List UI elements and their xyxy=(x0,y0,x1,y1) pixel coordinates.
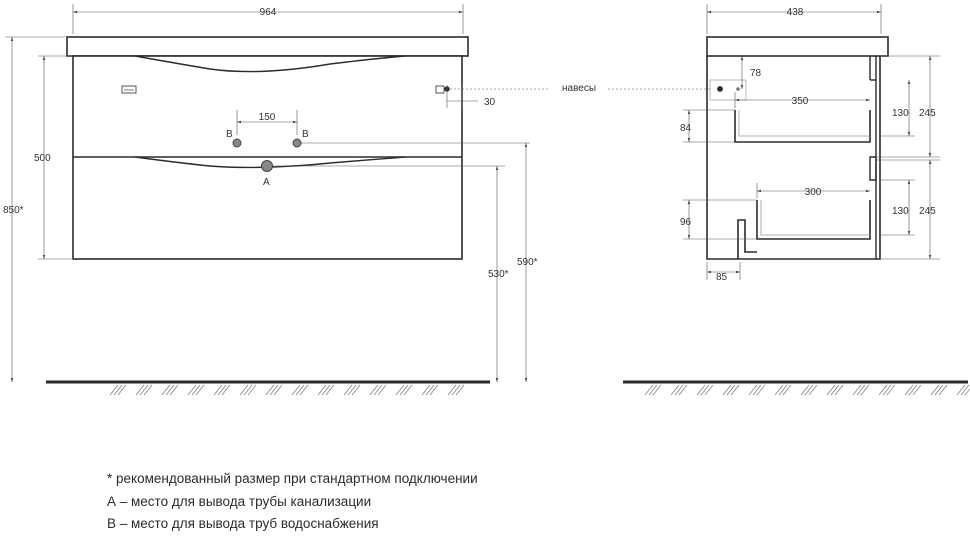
dim-upper-offset-84: 84 xyxy=(680,123,692,134)
side-view xyxy=(706,36,889,260)
drain-outlet xyxy=(261,160,273,172)
hinges-label: навесы xyxy=(562,83,596,94)
hinge-mark-right xyxy=(435,85,445,94)
side-dimension-labels: 438 78 350 84 130 245 300 96 130 245 85 xyxy=(680,7,936,283)
legend-notes: * рекомендованный размер при стандартном… xyxy=(107,468,478,536)
dim-width-964: 964 xyxy=(260,7,277,18)
side-dimensions xyxy=(683,4,940,280)
front-dimension-labels: 964 850* 500 150 B B A 30 навесы 530* 59… xyxy=(3,7,596,280)
hinge-mark-left xyxy=(121,85,137,94)
dim-total-850: 850* xyxy=(3,205,24,216)
upper-handle-curve xyxy=(134,55,406,73)
dim-hinge-78: 78 xyxy=(750,68,762,79)
dim-lower-offset-96: 96 xyxy=(680,217,692,228)
front-countertop xyxy=(66,36,469,57)
technical-drawing: 964 850* 500 150 B B A 30 навесы 530* 59… xyxy=(3,4,970,396)
dim-lower-inner-130: 130 xyxy=(892,206,909,217)
dim-upper-drawer-350: 350 xyxy=(792,96,809,107)
lower-drawer xyxy=(756,200,871,240)
dim-hinge-30: 30 xyxy=(484,97,496,108)
side-cabinet-body xyxy=(706,56,881,260)
front-dimensions xyxy=(5,4,712,382)
lower-drawer-front xyxy=(737,219,757,259)
side-countertop xyxy=(706,36,889,57)
dim-body-500: 500 xyxy=(34,153,51,164)
dim-upper-inner-130: 130 xyxy=(892,108,909,119)
label-a: A xyxy=(263,177,270,188)
dim-depth-438: 438 xyxy=(787,7,804,18)
dim-plinth-85: 85 xyxy=(716,272,728,283)
note-water: В – место для вывода труб водоснабжения xyxy=(107,516,379,531)
upper-drawer xyxy=(734,110,871,143)
note-drain: А – место для вывода трубы канализации xyxy=(107,493,372,509)
water-outlet-left xyxy=(232,138,242,148)
dim-upper-section-245: 245 xyxy=(919,108,936,119)
side-hinge-plate xyxy=(709,79,747,101)
dim-lower-drawer-300: 300 xyxy=(805,187,822,198)
dim-lower-section-245: 245 xyxy=(919,206,936,217)
dim-590: 590* xyxy=(517,257,538,268)
water-outlet-right xyxy=(292,138,302,148)
side-floor xyxy=(623,380,970,396)
label-b-left: B xyxy=(226,129,233,140)
note-recommended: * рекомендованный размер при стандартном… xyxy=(107,471,478,486)
front-view xyxy=(66,36,469,260)
front-floor xyxy=(46,380,490,396)
label-b-right: B xyxy=(302,129,309,140)
dim-pipes-150: 150 xyxy=(259,112,276,123)
dim-530: 530* xyxy=(488,269,509,280)
